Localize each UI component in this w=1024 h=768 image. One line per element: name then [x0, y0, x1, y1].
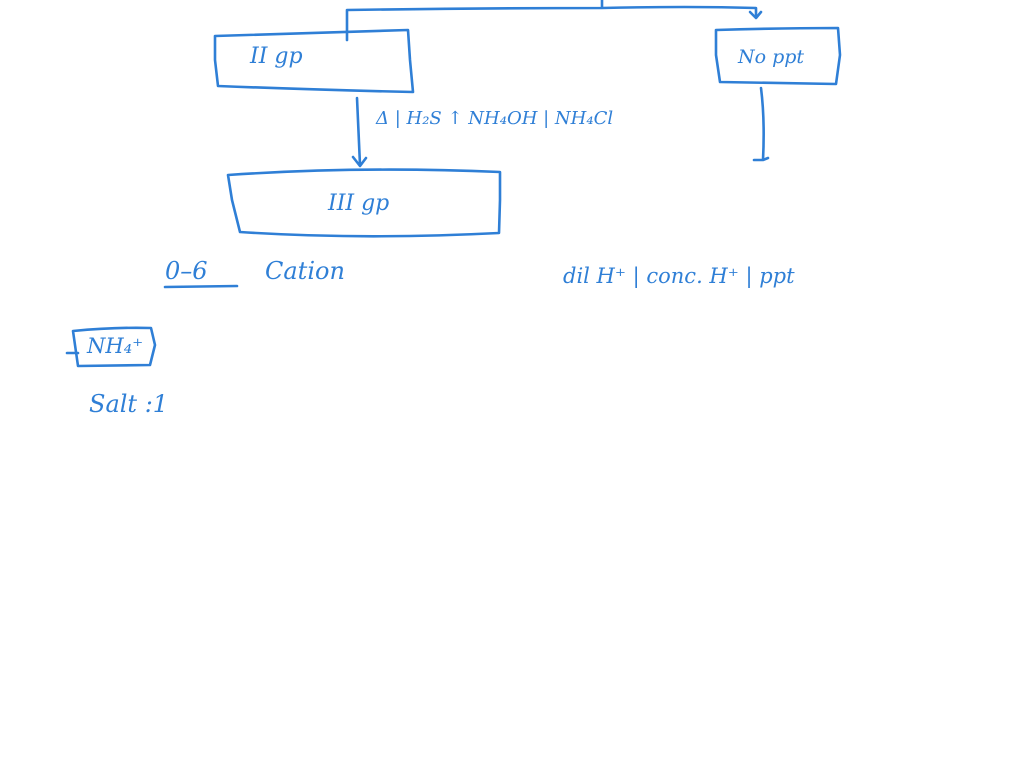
- nh4-label: NH₄⁺: [87, 334, 144, 358]
- cation-label: Cation: [265, 257, 345, 285]
- box-no-ppt-outline: [714, 26, 842, 86]
- group2-label: II gp: [250, 44, 303, 69]
- box-group2-outline: [213, 28, 415, 94]
- arrow-no-ppt-down: [752, 86, 770, 162]
- underline-group0-6: [163, 284, 239, 289]
- group0-6-label: 0–6: [165, 257, 208, 285]
- arrow-head-no-ppt: [748, 10, 763, 20]
- top-branch-line: [345, 0, 758, 42]
- acid-test-label: dil H⁺ | conc. H⁺ | ppt: [563, 264, 795, 288]
- arrow-group2-to-group3: [351, 96, 368, 168]
- group3-label: III gp: [328, 191, 390, 216]
- salt-note: Salt :1: [89, 390, 169, 418]
- reagents-label: Δ | H₂S ↑ NH₄OH | NH₄Cl: [376, 108, 614, 129]
- box-group3-outline: [226, 168, 502, 238]
- nh4-box-outline: [65, 326, 157, 368]
- no-ppt-label: No ppt: [738, 46, 805, 68]
